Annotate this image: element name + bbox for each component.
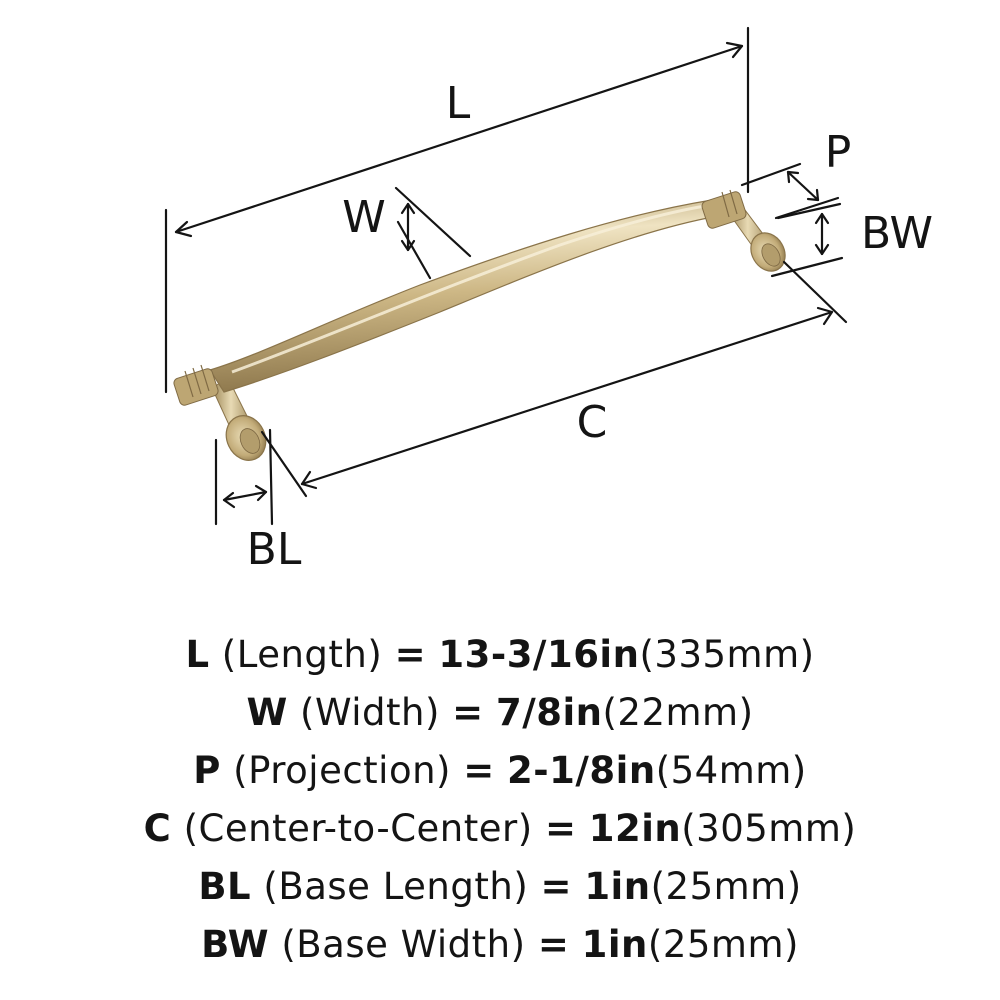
base-length-extension-right xyxy=(268,428,274,526)
spec-description: (Width) xyxy=(300,691,440,734)
spec-imperial-value: 2-1/8in xyxy=(507,749,656,792)
spec-symbol: L xyxy=(185,633,210,676)
spec-imperial-value: 13-3/16in xyxy=(438,633,640,676)
spec-equals: = xyxy=(537,923,570,966)
spec-metric-value: (25mm) xyxy=(650,865,802,908)
spec-equals: = xyxy=(544,807,577,850)
spec-symbol: BW xyxy=(201,923,270,966)
label-projection: P xyxy=(825,127,852,178)
spec-imperial-value: 1in xyxy=(584,865,651,908)
spec-equals: = xyxy=(540,865,573,908)
spec-description: (Center-to-Center) xyxy=(183,807,533,850)
spec-equals: = xyxy=(452,691,484,734)
dimension-lines xyxy=(164,26,848,526)
length-arrow xyxy=(174,44,744,234)
label-width: W xyxy=(342,192,386,243)
base-length-arrow xyxy=(222,490,268,502)
center-arrow xyxy=(300,310,834,486)
spec-imperial-value: 1in xyxy=(581,923,648,966)
spec-metric-value: (25mm) xyxy=(647,923,799,966)
spec-symbol: W xyxy=(246,691,288,734)
label-center-to-center: C xyxy=(577,397,608,448)
spec-equals: = xyxy=(463,749,495,792)
spec-line-length: L (Length) = 13-3/16in(335mm) xyxy=(0,626,1000,684)
dimension-spec-list: L (Length) = 13-3/16in(335mm) W (Width) … xyxy=(0,626,1000,974)
cabinet-pull-handle xyxy=(173,189,786,461)
base-width-extension-2 xyxy=(770,256,844,278)
spec-metric-value: (305mm) xyxy=(681,807,857,850)
handle-highlight xyxy=(231,204,706,374)
spec-symbol: BL xyxy=(198,865,252,908)
right-base-face xyxy=(761,243,781,267)
projection-arrow xyxy=(786,170,820,202)
spec-symbol: C xyxy=(143,807,172,850)
projection-extension-2 xyxy=(774,196,840,220)
spec-line-base-length: BL (Base Length) = 1in(25mm) xyxy=(0,858,1000,916)
spec-metric-value: (335mm) xyxy=(639,633,815,676)
spec-imperial-value: 7/8in xyxy=(495,691,603,734)
spec-symbol: P xyxy=(193,749,221,792)
right-end-cap xyxy=(701,189,747,229)
spec-line-width: W (Width) = 7/8in(22mm) xyxy=(0,684,1000,742)
spec-line-center-to-center: C (Center-to-Center) = 12in(305mm) xyxy=(0,800,1000,858)
spec-description: (Base Length) xyxy=(263,865,529,908)
spec-description: (Length) xyxy=(221,633,383,676)
spec-metric-value: (22mm) xyxy=(602,691,754,734)
center-extension-right xyxy=(782,260,848,324)
spec-metric-value: (54mm) xyxy=(655,749,807,792)
label-base-width: BW xyxy=(861,208,933,259)
center-extension-left xyxy=(260,430,308,498)
spec-line-base-width: BW (Base Width) = 1in(25mm) xyxy=(0,916,1000,974)
label-base-length: BL xyxy=(247,524,302,575)
width-extension-1 xyxy=(394,186,472,258)
projection-extension-1 xyxy=(740,162,802,187)
spec-imperial-value: 12in xyxy=(588,807,682,850)
label-length: L xyxy=(446,78,471,129)
spec-description: (Projection) xyxy=(233,749,451,792)
left-end-cap xyxy=(173,364,219,406)
base-width-extension-1 xyxy=(776,202,842,220)
handle-bar xyxy=(209,199,719,393)
spec-description: (Base Width) xyxy=(281,923,526,966)
spec-line-projection: P (Projection) = 2-1/8in(54mm) xyxy=(0,742,1000,800)
width-extension-2 xyxy=(396,220,432,280)
spec-equals: = xyxy=(394,633,427,676)
left-base-face xyxy=(239,428,261,454)
